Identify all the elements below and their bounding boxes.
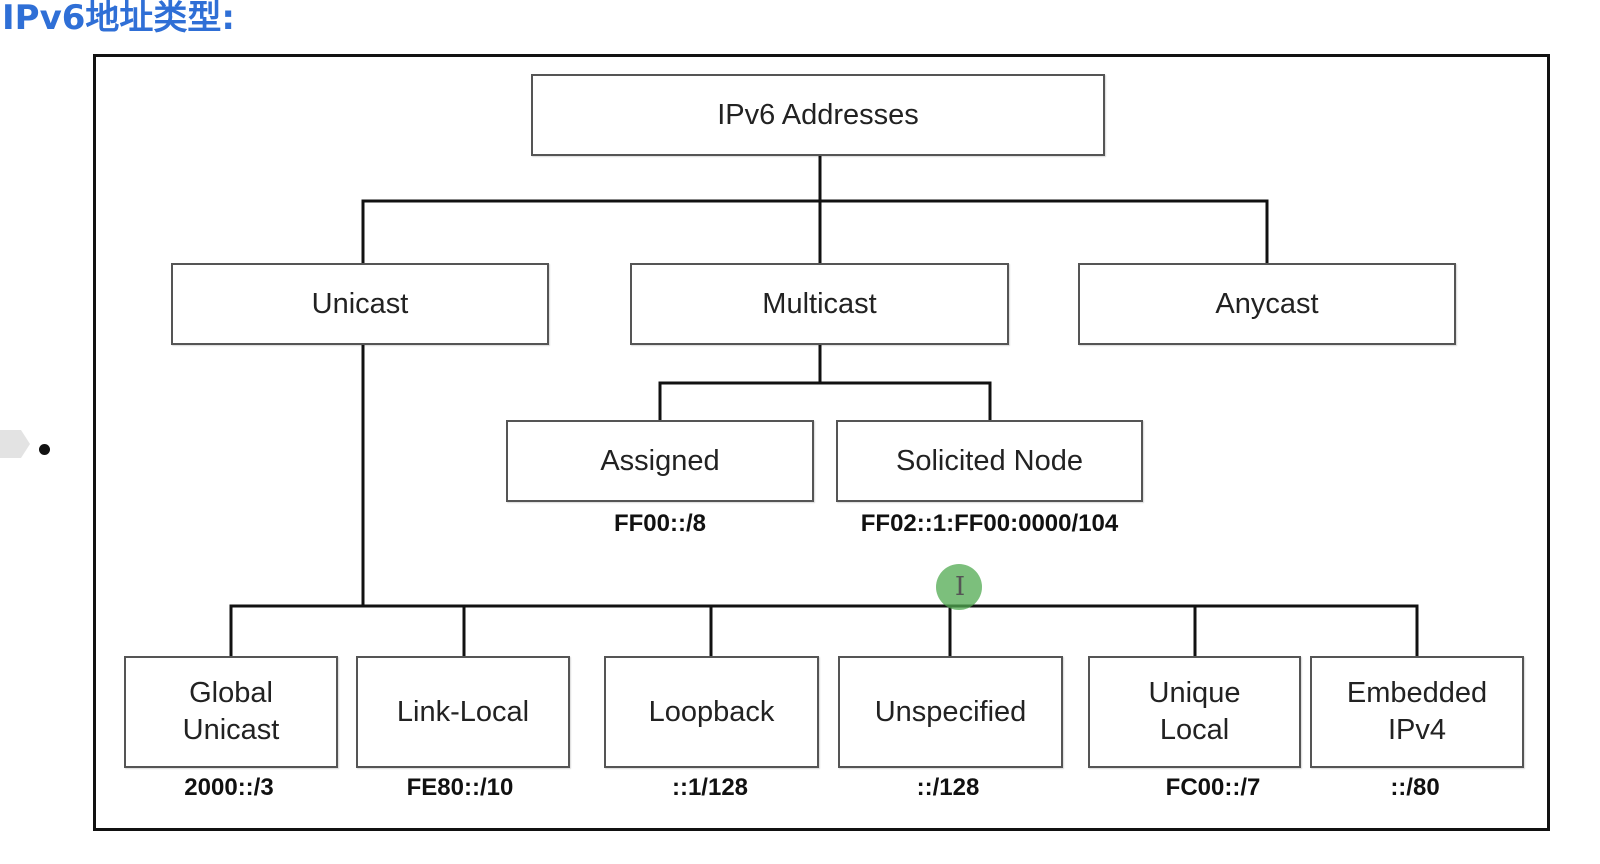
- node-label: Solicited Node: [896, 444, 1083, 477]
- page-title: IPv6地址类型:: [2, 0, 235, 38]
- node-label: IPv6 Addresses: [717, 98, 919, 131]
- node-unspecified: Unspecified: [838, 656, 1063, 768]
- node-label: Link-Local: [396, 695, 530, 728]
- prefix-assigned: FF00::/8: [613, 510, 706, 537]
- node-ipv6-addresses: IPv6 Addresses: [531, 74, 1105, 156]
- prefix-unspecified: ::/128: [916, 774, 980, 801]
- node-label: Loopback: [648, 695, 775, 728]
- prefix-link-local: FE80::/10: [406, 774, 514, 801]
- bullet-dot-icon: [39, 444, 50, 455]
- node-label: Assigned: [600, 444, 720, 477]
- cursor-highlight: [936, 564, 982, 610]
- node-label: Unspecified: [874, 695, 1027, 728]
- node-label: Embedded IPv4: [1346, 677, 1488, 746]
- node-multicast: Multicast: [630, 263, 1009, 345]
- node-anycast: Anycast: [1078, 263, 1456, 345]
- node-solicited-node: Solicited Node: [836, 420, 1143, 502]
- node-loopback: Loopback: [604, 656, 819, 768]
- prefix-global-unicast: 2000::/3: [184, 774, 274, 801]
- prefix-unique-local: FC00::/7: [1165, 774, 1261, 801]
- text-cursor-icon: I: [954, 572, 966, 602]
- node-label: Unique Local: [1148, 677, 1241, 746]
- node-unique-local: Unique Local: [1088, 656, 1301, 768]
- prefix-embedded-ipv4: ::/80: [1390, 774, 1440, 801]
- node-unicast: Unicast: [171, 263, 549, 345]
- node-label: Anycast: [1215, 287, 1319, 320]
- node-label: Global Unicast: [182, 677, 280, 746]
- node-link-local: Link-Local: [356, 656, 570, 768]
- node-assigned: Assigned: [506, 420, 814, 502]
- node-embedded-ipv4: Embedded IPv4: [1310, 656, 1524, 768]
- prefix-loopback: ::1/128: [671, 774, 749, 801]
- node-label: Unicast: [311, 287, 409, 320]
- node-global-unicast: Global Unicast: [124, 656, 338, 768]
- node-label: Multicast: [762, 287, 877, 320]
- prefix-solicited-node: FF02::1:FF00:0000/104: [860, 510, 1119, 537]
